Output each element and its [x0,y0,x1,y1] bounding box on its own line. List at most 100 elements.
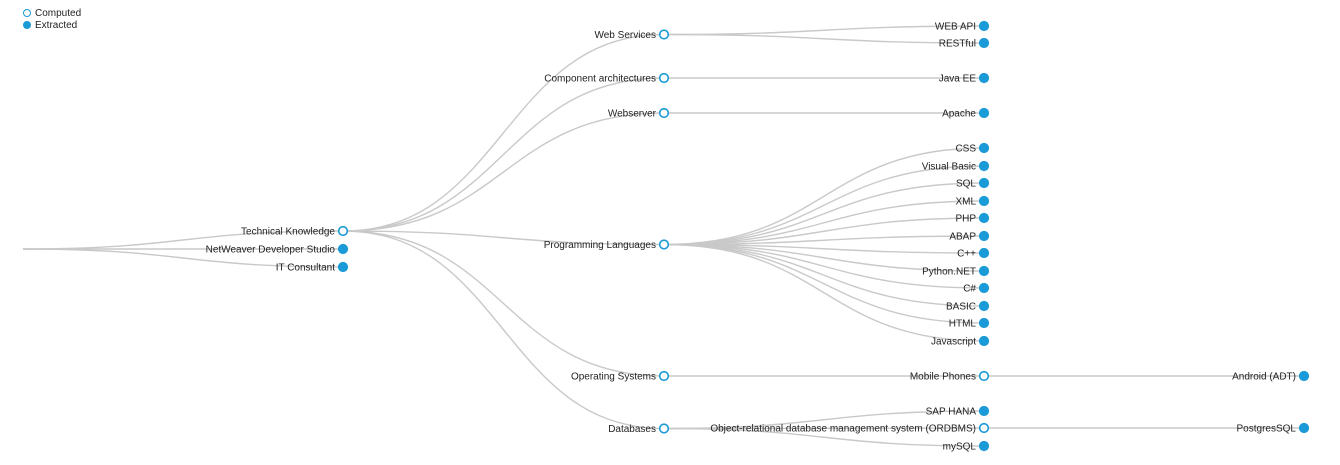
hollow-node-circle[interactable] [658,29,670,40]
filled-node-circle[interactable] [978,335,990,347]
tree-node-object-relational-database-management-system-ordbms[interactable]: Object-relational database management sy… [710,422,990,435]
tree-link [663,243,985,342]
node-label: Webserver [608,109,657,120]
filled-node-circle[interactable] [978,107,990,119]
tree-node-css[interactable]: CSS [955,142,990,155]
hollow-node-circle[interactable] [978,370,990,382]
filled-node-circle[interactable] [978,160,990,172]
node-label: IT Consultant [276,263,336,274]
node-label: Mobile Phones [910,372,976,383]
node-label: ABAP [949,232,976,243]
filled-node-circle[interactable] [978,440,990,452]
tree-node-netweaver-developer-studio[interactable]: NetWeaver Developer Studio [206,243,349,256]
node-label: Databases [608,424,656,435]
node-label: BASIC [946,302,976,313]
node-label: WEB API [935,22,976,33]
node-label: mySQL [943,442,977,453]
tree-node-abap[interactable]: ABAP [949,230,990,243]
hollow-node-circle[interactable] [658,370,670,382]
tree-node-webserver[interactable]: Webserver [608,107,670,120]
hollow-node-circle[interactable] [337,225,349,237]
tree-node-operating-systems[interactable]: Operating Systems [571,370,670,383]
filled-node-circle[interactable] [978,405,990,417]
filled-node-circle[interactable] [978,317,990,329]
node-label: C# [963,284,976,295]
filled-node-circle[interactable] [978,37,990,49]
node-label: Android (ADT) [1232,372,1296,383]
tree-link [663,243,985,272]
filled-node-circle[interactable] [978,195,990,207]
tree-links [22,25,1304,447]
tree-link [663,165,985,246]
node-label: PostgresSQL [1237,424,1297,435]
filled-node-circle[interactable] [978,142,990,154]
hollow-node-circle[interactable] [658,72,670,84]
tree-node-php[interactable]: PHP [955,212,990,225]
node-label: Web Services [594,30,656,41]
tree-node-restful[interactable]: RESTful [939,37,990,50]
tree-node-html[interactable]: HTML [949,317,990,330]
tree-node-postgressql[interactable]: PostgresSQL [1237,422,1310,435]
tree-link [663,235,985,246]
filled-node-circle[interactable] [978,247,990,259]
tree-node-apache[interactable]: Apache [942,107,990,120]
filled-node-circle[interactable] [978,20,990,32]
tree-node-sql[interactable]: SQL [956,177,990,190]
hollow-node-circle[interactable] [978,422,990,434]
hollow-node-circle[interactable] [658,423,670,434]
tree-node-android-adt[interactable]: Android (ADT) [1232,370,1310,383]
filled-node-circle[interactable] [1298,422,1310,434]
tree-node-java-ee[interactable]: Java EE [939,72,990,85]
tree-node-component-architectures[interactable]: Component architectures [544,72,670,85]
tree-node-c[interactable]: C++ [957,247,990,260]
tree-node-programming-languages[interactable]: Programming Languages [544,239,670,251]
filled-circle-icon [23,21,31,29]
filled-node-circle[interactable] [978,177,990,189]
hollow-circle-icon [23,9,31,17]
tree-link [342,230,665,246]
tree-node-it-consultant[interactable]: IT Consultant [276,261,349,274]
tree-link [663,243,985,324]
legend-item-extracted: Extracted [23,19,81,31]
filled-node-circle[interactable] [978,265,990,277]
tree-link [663,243,985,307]
tree-node-basic[interactable]: BASIC [946,300,990,313]
filled-node-circle[interactable] [978,230,990,242]
filled-node-circle[interactable] [978,72,990,84]
hollow-node-circle[interactable] [658,107,670,119]
node-label: RESTful [939,39,976,50]
tree-node-web-api[interactable]: WEB API [935,20,990,33]
filled-node-circle[interactable] [337,261,349,273]
filled-node-circle[interactable] [337,243,349,255]
tree-node-mysql[interactable]: mySQL [943,440,990,453]
filled-node-circle[interactable] [978,300,990,312]
node-label: Operating Systems [571,372,656,383]
tree-link [663,427,985,430]
tree-node-xml[interactable]: XML [955,195,990,208]
tree-node-python-net[interactable]: Python.NET [922,265,990,278]
tree-node-databases[interactable]: Databases [608,423,670,435]
tree-node-javascript[interactable]: Javascript [931,335,990,348]
legend: Computed Extracted [23,7,81,31]
tree-link [342,230,665,430]
tree-link [663,147,985,246]
tree-link [663,182,985,246]
tree-node-web-services[interactable]: Web Services [594,29,670,41]
tree-node-c[interactable]: C# [963,282,990,295]
legend-label-extracted: Extracted [35,19,78,31]
tree-link [663,427,985,447]
tree-node-technical-knowledge[interactable]: Technical Knowledge [241,225,349,238]
node-label: C++ [957,249,976,260]
tree-node-visual-basic[interactable]: Visual Basic [922,160,990,173]
node-label: HTML [949,319,977,330]
hollow-node-circle[interactable] [658,239,670,250]
tree-link [663,217,985,246]
filled-node-circle[interactable] [978,282,990,294]
tree-node-sap-hana[interactable]: SAP HANA [926,405,990,418]
tree-node-mobile-phones[interactable]: Mobile Phones [910,370,990,383]
filled-node-circle[interactable] [978,212,990,224]
node-label: XML [955,197,976,208]
filled-node-circle[interactable] [1298,370,1310,382]
